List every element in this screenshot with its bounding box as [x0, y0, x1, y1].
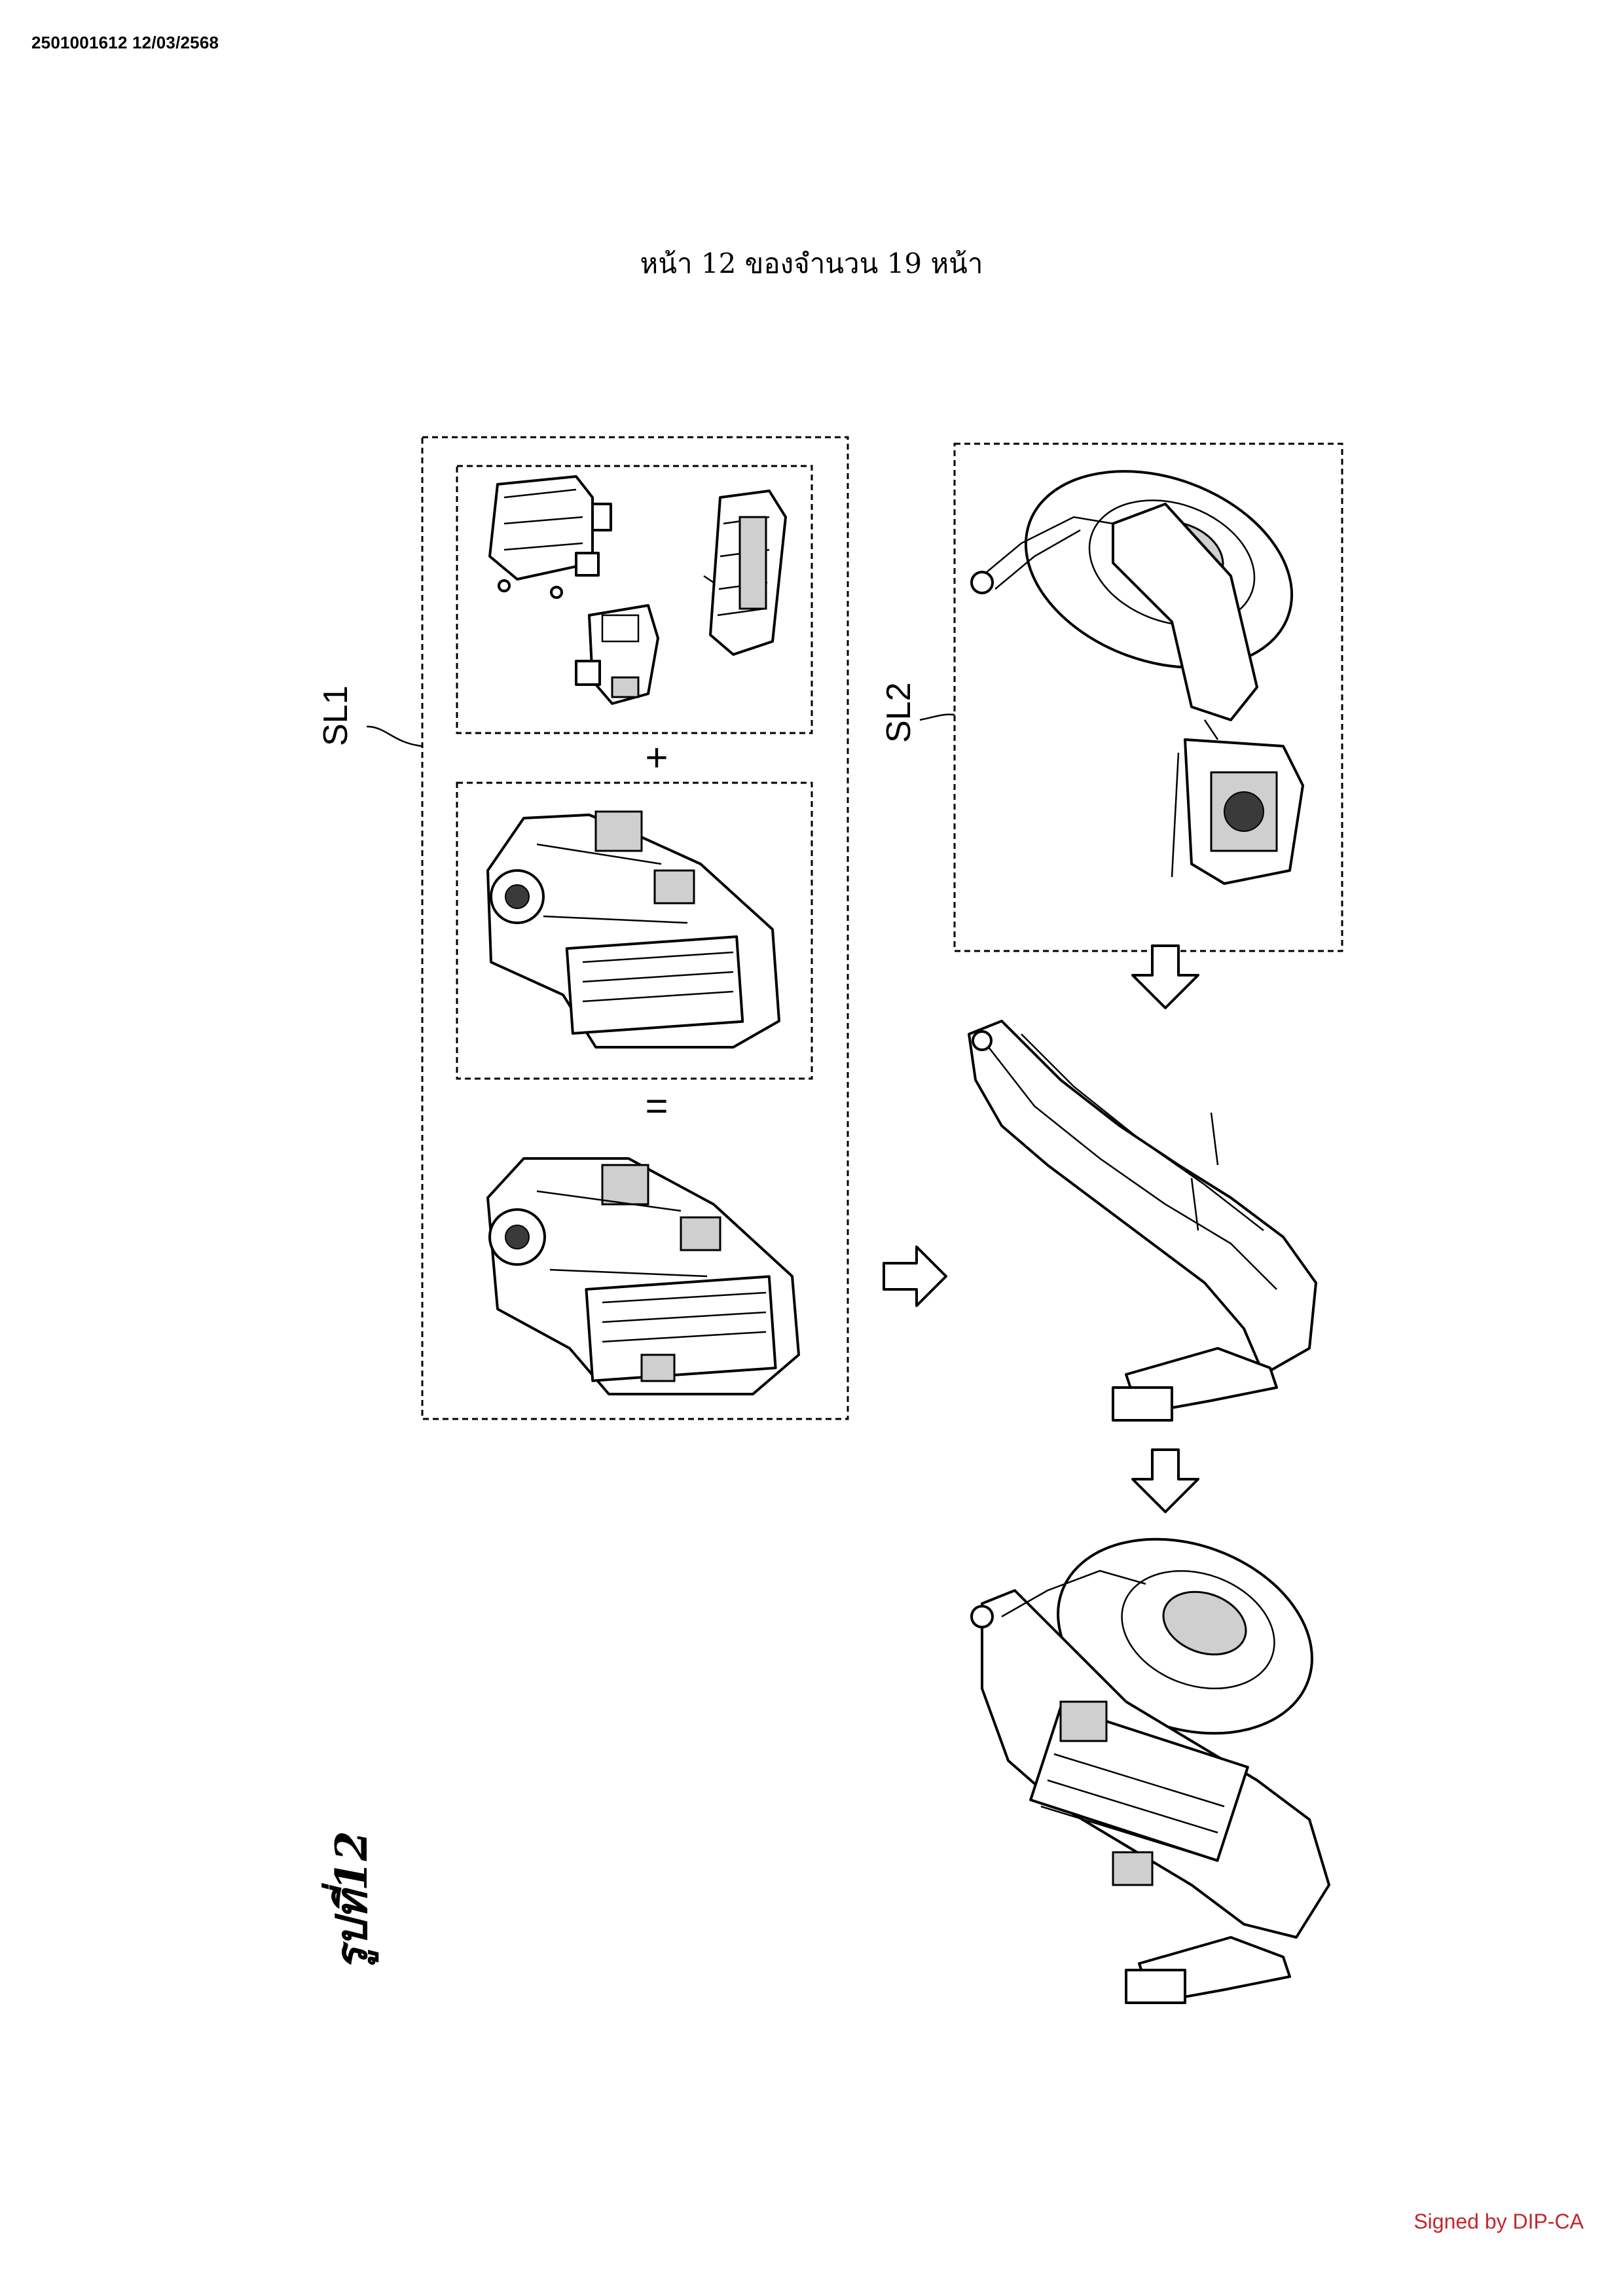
sl1-leader-line [366, 725, 423, 747]
combined-drive-unit-drawing [486, 1157, 800, 1395]
vehicle-frame-drawing [968, 1020, 1317, 1422]
sl2-label: SL2 [880, 682, 918, 743]
drive-unit-drawing [486, 810, 780, 1049]
document-id: 2501001612 12/03/2568 [31, 33, 219, 52]
page-counter: หน้า 12 ของจำนวน 19 หน้า [640, 247, 983, 279]
plus-sign: + [645, 736, 668, 780]
arrow-down-icon-2 [1131, 1448, 1199, 1513]
rear-wheel-swingarm-drawing [970, 470, 1304, 885]
arrow-right-icon [883, 1246, 947, 1307]
arrow-down-icon [1131, 944, 1199, 1009]
sl1-components-box [456, 465, 813, 734]
ecu-module-drawing [488, 475, 612, 599]
signed-by-stamp: Signed by DIP-CA [1413, 2210, 1584, 2233]
sl1-outer-box [421, 436, 849, 1420]
sl1-drive-unit-box [456, 781, 813, 1080]
sl1-label: SL1 [317, 685, 355, 746]
relay-module-drawing [575, 604, 659, 705]
sl2-leader-line [919, 713, 955, 721]
controller-unit-drawing [703, 490, 787, 656]
sl2-box [953, 442, 1343, 952]
assembled-vehicle-drawing [970, 1537, 1330, 2004]
equals-sign: = [645, 1084, 668, 1128]
figure-title: รูปที่12 [321, 1831, 379, 1970]
